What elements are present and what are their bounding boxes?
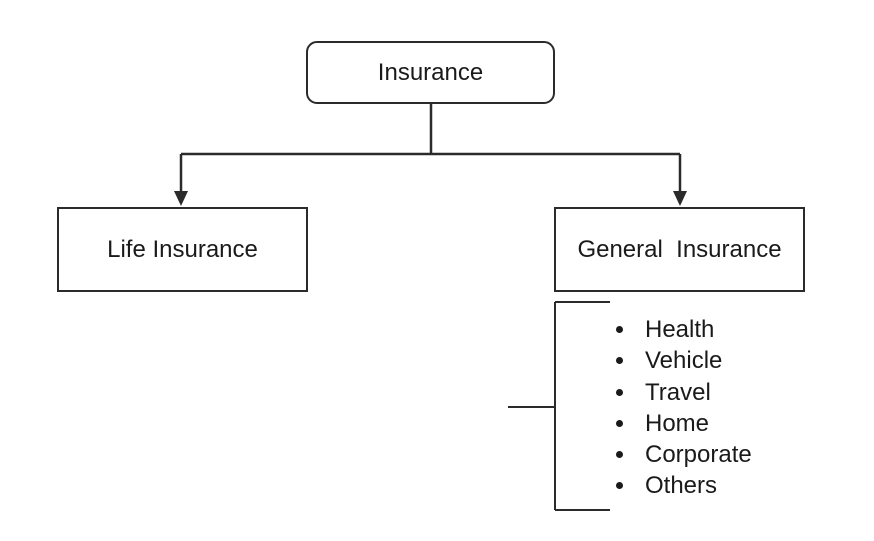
general-insurance-node: General Insurance <box>554 207 805 292</box>
general-insurance-label: General Insurance <box>577 235 782 263</box>
general-insurance-types-list: Health Vehicle Travel Home Corporate Oth… <box>612 314 752 502</box>
insurance-root-node: Insurance <box>306 41 555 104</box>
life-arrowhead <box>174 191 188 206</box>
list-item-health: Health <box>612 314 752 345</box>
list-item-travel: Travel <box>612 377 752 408</box>
insurance-root-label: Insurance <box>377 58 484 86</box>
list-item-vehicle: Vehicle <box>612 345 752 376</box>
list-item-home: Home <box>612 408 752 439</box>
list-item-others: Others <box>612 470 752 501</box>
general-arrowhead <box>673 191 687 206</box>
life-insurance-label: Life Insurance <box>107 235 258 263</box>
life-insurance-node: Life Insurance <box>57 207 308 292</box>
list-item-corporate: Corporate <box>612 439 752 470</box>
